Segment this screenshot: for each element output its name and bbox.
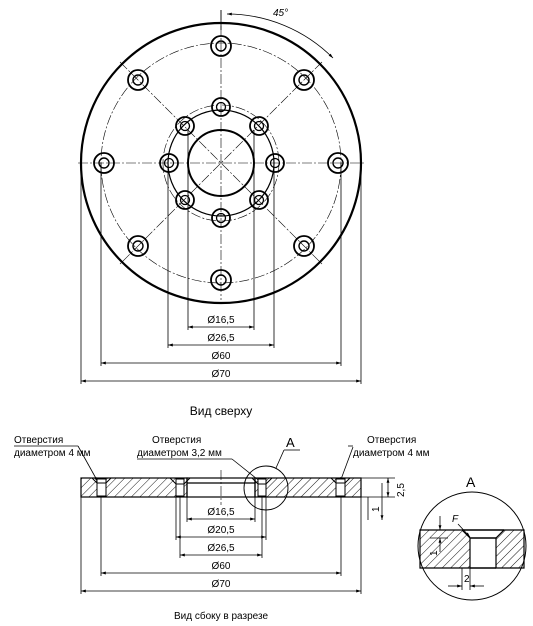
detail-callout-label: А [286,435,295,450]
right-note-leader [339,446,354,483]
outer-hole [327,152,349,174]
right-note-line1: Отверстия [367,435,416,446]
inner-holes [159,97,285,228]
inner-hole [211,208,231,228]
outer-hole [210,269,232,291]
detail-section [419,529,525,569]
inner-hole [175,190,195,210]
section-body [80,477,362,498]
detail-surface-label: F [452,514,459,525]
section-dim-label-60: Ø60 [212,561,231,572]
dim-label-60: Ø60 [212,351,231,362]
inner-hole [249,116,269,136]
detail-circle [417,491,527,601]
detail-horizontal-dim-label: 2 [464,574,470,585]
dim-label-16-5: Ø16,5 [207,315,235,326]
top-view-caption: Вид сверху [190,404,253,418]
detail-vertical-dim-label: 1 [429,550,440,556]
inner-hole [249,190,269,210]
left-note-leader [77,445,99,483]
left-note-line1: Отверстия [14,435,63,446]
inner-hole [159,153,179,173]
inner-hole [175,116,195,136]
mid-note-line1: Отверстия [152,435,201,446]
inner-hole [265,153,285,173]
outer-hole [93,152,115,174]
detail-surface-leader [457,523,471,538]
section-dim-label-16-5: Ø16,5 [207,507,235,518]
section-dim-label-26-5: Ø26,5 [207,543,235,554]
angle-label: 45° [273,8,288,19]
dim-label-70: Ø70 [212,369,231,380]
section-dim-label-70: Ø70 [212,579,231,590]
outer-hole [127,235,149,257]
outer-hole [293,235,315,257]
detail-callout-leader [275,449,285,469]
top-extension-lines [80,130,362,384]
mid-note-line2: диаметром 3,2 мм [137,448,222,459]
top-view: 45° Ø16,5 Ø26,5 Ø60 Ø70 Вид сверху [78,8,365,418]
angle-arc [226,12,334,59]
section-view-caption: Вид сбоку в разрезе [174,610,268,622]
thickness-dims: 2,5 1 [361,477,407,520]
detail-view: А F 1 2 [417,474,527,601]
inner-hole [211,97,231,117]
outer-holes [93,35,349,291]
outer-hole [293,69,315,91]
dim-label-26-5: Ø26,5 [207,333,235,344]
thickness-total-label: 2,5 [396,483,407,497]
detail-label: А [466,474,476,490]
thickness-step-label: 1 [371,506,382,512]
section-dim-label-20-5: Ø20,5 [207,525,235,536]
right-note-line2: диаметром 4 мм [353,448,430,459]
section-view: Отверстия диаметром 4 мм Отверстия диаме… [14,435,430,622]
outer-hole [127,69,149,91]
left-note-line2: диаметром 4 мм [14,448,91,459]
